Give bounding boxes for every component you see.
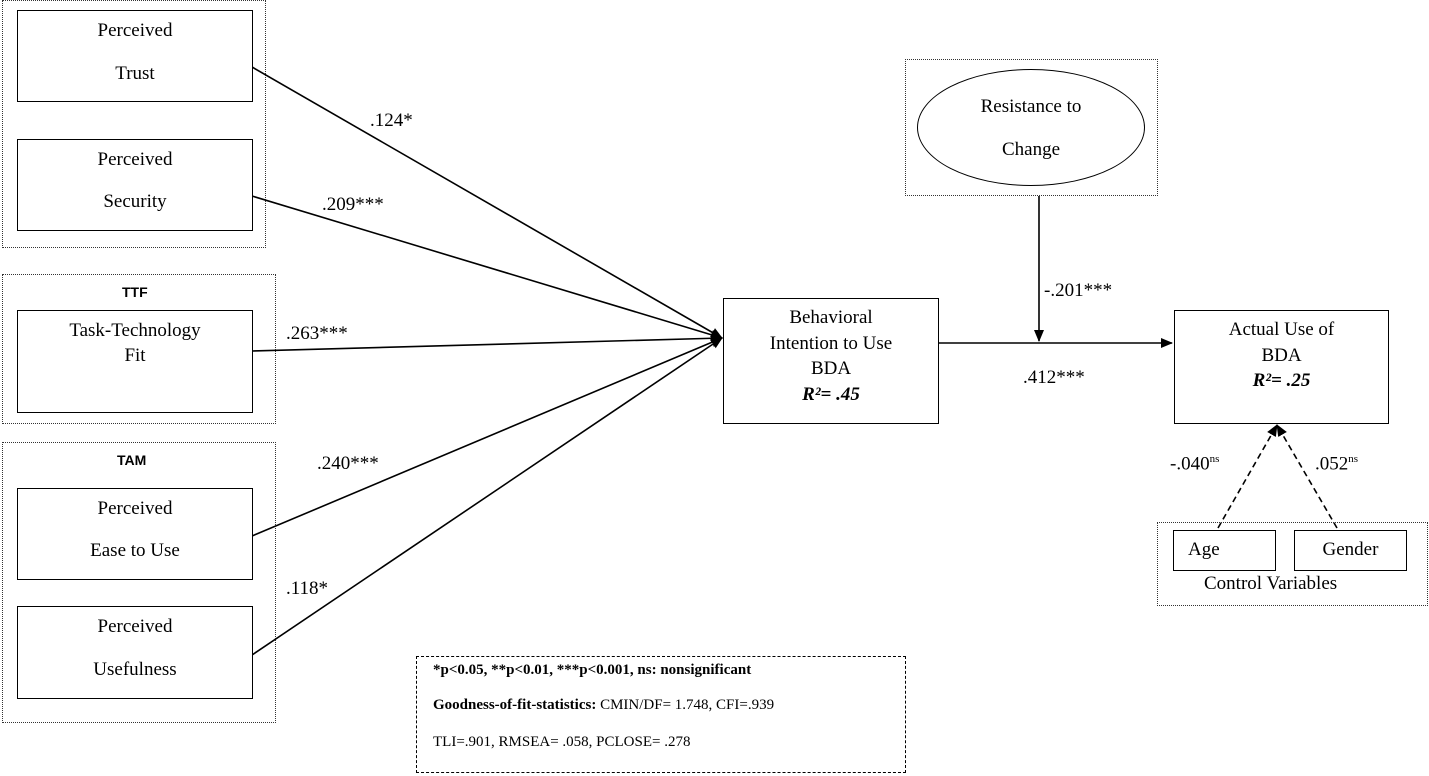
tam-group <box>2 442 276 723</box>
coef-age: -.040ns <box>1170 453 1219 475</box>
actual-use-box: Actual Use of BDA R²= .25 <box>1174 310 1389 424</box>
perceived-ease-line2: Ease to Use <box>90 540 180 561</box>
control-variables-label: Control Variables <box>1204 573 1338 594</box>
trust-path <box>251 66 723 339</box>
coef-ease: .240*** <box>317 453 379 474</box>
note-line1: *p<0.05, **p<0.01, ***p<0.001, ns: nonsi… <box>433 662 752 678</box>
coef-security: .209*** <box>322 194 384 215</box>
coef-ttf: .263*** <box>286 323 348 344</box>
behavioral-intention-box: Behavioral Intention to Use BDA R²= .45 <box>723 298 939 424</box>
note-gof-values: CMIN/DF= 1.748, CFI=.939 <box>596 697 775 713</box>
perceived-security-box: Perceived Security <box>17 139 253 231</box>
ttf-group <box>2 274 276 424</box>
note-gof-label: Goodness-of-fit-statistics: <box>433 697 597 713</box>
tam-title: TAM <box>117 452 147 468</box>
gender-box: Gender <box>1294 530 1407 571</box>
coef-gender: .052ns <box>1315 453 1358 475</box>
coef-trust: .124* <box>370 110 413 131</box>
actual-use-line1: Actual Use of <box>1228 319 1335 340</box>
significance-note: *p<0.05, **p<0.01, ***p<0.001, ns: nonsi… <box>416 656 906 773</box>
actual-use-line2: BDA <box>1261 345 1302 366</box>
coef-age-value: -.040 <box>1170 453 1210 475</box>
ttf-path <box>251 333 723 352</box>
resistance-group <box>905 59 1158 196</box>
perceived-usefulness-box: Perceived Usefulness <box>17 606 253 699</box>
perceived-trust-box: Perceived Trust <box>17 10 253 102</box>
trust-security-group <box>2 0 266 248</box>
ttf-line1: Task-Technology <box>69 320 201 341</box>
behavioral-line1: Behavioral <box>789 307 873 328</box>
behavioral-line3: BDA <box>810 358 852 379</box>
coef-intention-use: .412*** <box>1023 367 1085 388</box>
note-line3: TLI=.901, RMSEA= .058, PCLOSE= .278 <box>433 734 691 750</box>
usefulness-path <box>251 337 723 656</box>
ttf-title: TTF <box>122 284 148 300</box>
age-label: Age <box>1188 539 1220 560</box>
actual-use-r-squared: R²= .25 <box>1252 370 1311 391</box>
resistance-to-change-ellipse: Resistance to Change <box>917 69 1145 186</box>
ttf-line2: Fit <box>124 345 146 366</box>
control-variables-group <box>1157 522 1428 606</box>
age-box: Age <box>1173 530 1276 571</box>
perceived-usefulness-line2: Usefulness <box>93 659 177 680</box>
gender-label: Gender <box>1322 539 1379 560</box>
coef-age-ns: ns <box>1209 453 1220 465</box>
security-path <box>251 195 723 340</box>
perceived-usefulness-line1: Perceived <box>97 616 173 637</box>
perceived-security-line1: Perceived <box>97 149 173 170</box>
coef-gender-value: .052 <box>1315 453 1349 475</box>
coef-gender-ns: ns <box>1348 453 1359 465</box>
perceived-trust-line2: Trust <box>115 63 155 84</box>
ease-path <box>251 337 723 537</box>
coef-resistance: -.201*** <box>1044 280 1113 301</box>
perceived-trust-line1: Perceived <box>97 20 173 41</box>
behavioral-r-squared: R²= .45 <box>802 384 860 405</box>
gender-path <box>1276 424 1338 529</box>
perceived-ease-line1: Perceived <box>97 498 173 519</box>
age-path <box>1217 424 1278 529</box>
behavioral-line2: Intention to Use <box>769 333 893 354</box>
note-line2: Goodness-of-fit-statistics: CMIN/DF= 1.7… <box>433 697 774 714</box>
resistance-line2: Change <box>1001 139 1061 160</box>
coef-usefulness: .118* <box>286 578 329 599</box>
resistance-line1: Resistance to <box>980 96 1082 117</box>
perceived-ease-box: Perceived Ease to Use <box>17 488 253 580</box>
task-technology-fit-box: Task-Technology Fit <box>17 310 253 413</box>
perceived-security-line2: Security <box>103 191 167 212</box>
